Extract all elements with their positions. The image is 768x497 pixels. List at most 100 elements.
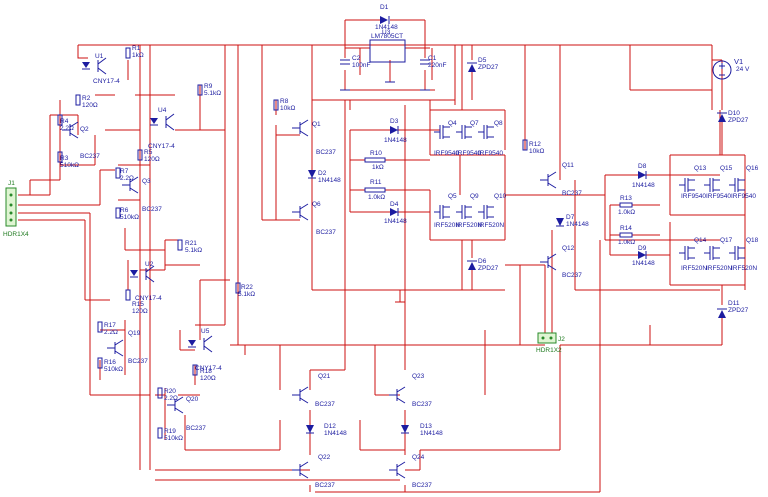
label-d4-value: 1N4148 — [384, 218, 407, 225]
label-r6-value: 510kΩ — [120, 214, 139, 221]
label-r21-value: 5.1kΩ — [185, 247, 202, 254]
label-r15-ref: R15 — [132, 301, 144, 308]
label-d6-value: ZPD27 — [478, 265, 499, 272]
label-d4-ref: D4 — [390, 201, 399, 208]
diode-symbols — [306, 112, 727, 434]
label-r16-ref: R16 — [104, 359, 116, 366]
label-q8-value: IRF9540 — [478, 150, 503, 157]
label-d5-ref: D5 — [478, 57, 487, 64]
label-q18-ref: Q18 — [746, 237, 759, 244]
label-r18-value: 120Ω — [200, 375, 216, 382]
label-r7-ref: R7 — [120, 168, 129, 175]
label-r7-value: 2.2Ω — [120, 175, 134, 182]
wires — [18, 19, 746, 493]
label-r14-value: 1.0kΩ — [618, 239, 635, 246]
label-c1-value: 220nF — [428, 62, 446, 69]
label-u1-value: CNY17-4 — [93, 78, 120, 85]
label-q20-value: BC237 — [186, 425, 206, 432]
mosfet-symbols — [434, 125, 745, 260]
label-q17-value: IRF520N — [706, 265, 732, 272]
label-r2-ref: R2 — [82, 95, 91, 102]
label-d9-ref: D9 — [638, 245, 647, 252]
label-q21-value: BC237 — [315, 401, 335, 408]
label-q7-ref: Q7 — [470, 120, 479, 127]
label-d13-value: 1N4148 — [420, 430, 443, 437]
label-q20-ref: Q20 — [186, 396, 199, 403]
label-q2-value: BC237 — [80, 153, 100, 160]
label-q18-value: IRF520N — [731, 265, 757, 272]
resistor-symbols — [57, 47, 633, 439]
label-q11-ref: Q11 — [562, 162, 574, 169]
label-r17-value: 2.2Ω — [104, 329, 118, 336]
label-q1-ref: Q1 — [312, 121, 321, 128]
label-q15-value: IRF9540 — [706, 193, 731, 200]
label-q5-ref: Q5 — [448, 193, 457, 200]
connector-j1-symbol — [5, 187, 17, 227]
label-d8-ref: D8 — [638, 163, 647, 170]
label-r11-value: 1.0kΩ — [368, 194, 385, 201]
label-q16-value: IRF9540 — [731, 193, 756, 200]
label-q9-ref: Q9 — [470, 193, 479, 200]
label-q6-ref: Q6 — [312, 201, 321, 208]
regulator-u3-symbol — [369, 39, 406, 63]
label-q19-value: BC237 — [128, 358, 148, 365]
label-d7-ref: D7 — [566, 214, 575, 221]
label-r10-value: 1kΩ — [372, 164, 384, 171]
label-r16-value: 510kΩ — [104, 366, 123, 373]
label-r9-ref: R9 — [204, 83, 213, 90]
label-d2-ref: D2 — [318, 170, 327, 177]
label-r13-ref: R13 — [620, 195, 632, 202]
label-d1-value: 1N4148 — [375, 24, 398, 31]
optocoupler-symbols — [82, 57, 213, 353]
bjt-symbols — [62, 119, 557, 479]
label-q3-value: BC237 — [142, 206, 162, 213]
label-q3-ref: Q3 — [142, 178, 151, 185]
label-v1-ref: V1 — [734, 57, 743, 66]
label-r8-ref: R8 — [280, 98, 289, 105]
label-r22-value: 5.1kΩ — [238, 291, 255, 298]
label-q13-value: IRF9540 — [681, 193, 706, 200]
label-q11-value: BC237 — [562, 190, 582, 197]
label-q21-ref: Q21 — [318, 373, 331, 380]
label-r20-ref: R20 — [164, 388, 176, 395]
label-r11-ref: R11 — [370, 179, 382, 186]
label-j2-value: HDR1X2 — [536, 347, 562, 354]
label-r3-ref: R3 — [60, 155, 69, 162]
label-q4-ref: Q4 — [448, 120, 457, 127]
label-u1-ref: U1 — [95, 53, 104, 60]
label-q9-value: IRF520N — [456, 222, 482, 229]
label-q15-ref: Q15 — [720, 165, 733, 172]
capacitor-c2-symbol — [340, 59, 350, 65]
label-q16-ref: Q16 — [746, 165, 759, 172]
label-d5-value: ZPD27 — [478, 64, 499, 71]
label-u5-ref: U5 — [201, 328, 210, 335]
label-d3-value: 1N4148 — [384, 137, 407, 144]
label-r14-ref: R14 — [620, 225, 632, 232]
label-q1-value: BC237 — [316, 149, 336, 156]
label-d1-ref: D1 — [380, 4, 389, 11]
label-u3-ref: U3 — [382, 29, 391, 36]
label-r12-value: 10kΩ — [529, 148, 544, 155]
label-r3-value: 510kΩ — [60, 162, 79, 169]
label-q6-value: BC237 — [316, 229, 336, 236]
label-d11-value: ZPD27 — [728, 307, 749, 314]
label-c2-ref: C2 — [352, 55, 361, 62]
label-q19-ref: Q19 — [128, 330, 141, 337]
label-r10-ref: R10 — [370, 150, 382, 157]
label-u5-value: CNY17-4 — [195, 365, 222, 372]
diode-d1-symbol — [380, 16, 390, 24]
label-d10-value: ZPD27 — [728, 117, 749, 124]
label-q23-ref: Q23 — [412, 373, 425, 380]
label-q12-value: BC237 — [562, 272, 582, 279]
label-u2-ref: U2 — [145, 261, 154, 268]
label-r19-ref: R19 — [164, 428, 176, 435]
label-r6-ref: R6 — [120, 207, 129, 214]
label-q14-value: IRF520N — [681, 265, 707, 272]
component-labels: D1 1N4148 U3 LM7805CT C2 100nF C1 220nF … — [3, 4, 759, 489]
ground-symbols — [340, 81, 430, 91]
component-symbols — [5, 16, 745, 479]
label-r8-value: 10kΩ — [280, 105, 295, 112]
label-d7-value: 1N4148 — [566, 221, 589, 228]
label-d6-ref: D6 — [478, 258, 487, 265]
label-d11-ref: D11 — [728, 300, 740, 307]
